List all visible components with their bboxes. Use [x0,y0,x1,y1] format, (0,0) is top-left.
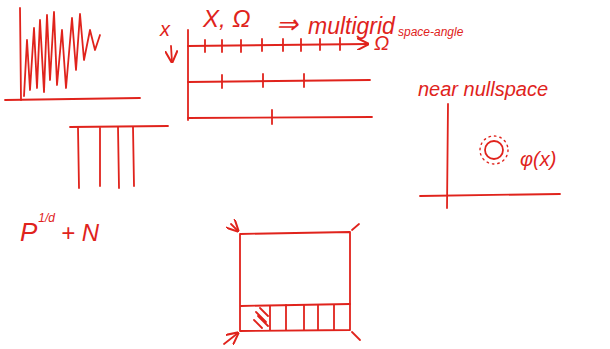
implies-symbol: ⇒ [276,10,298,39]
spectrum-plot [5,8,140,100]
axis-label: Ω [374,32,389,54]
cell-sketch [224,224,360,344]
nullspace-plot [420,104,560,208]
heading-note: near nullspace [418,78,548,100]
axis-label: X, Ω [203,6,251,32]
heading-note: space-angle [398,26,463,39]
formula-exponent: 1/d [38,212,55,225]
multigrid-hierarchy [171,30,372,124]
axis-label: x [160,18,170,40]
formula: + N [61,220,99,246]
column-sketch [70,126,168,188]
function-label: φ(x) [520,148,556,170]
formula: P [20,218,37,247]
